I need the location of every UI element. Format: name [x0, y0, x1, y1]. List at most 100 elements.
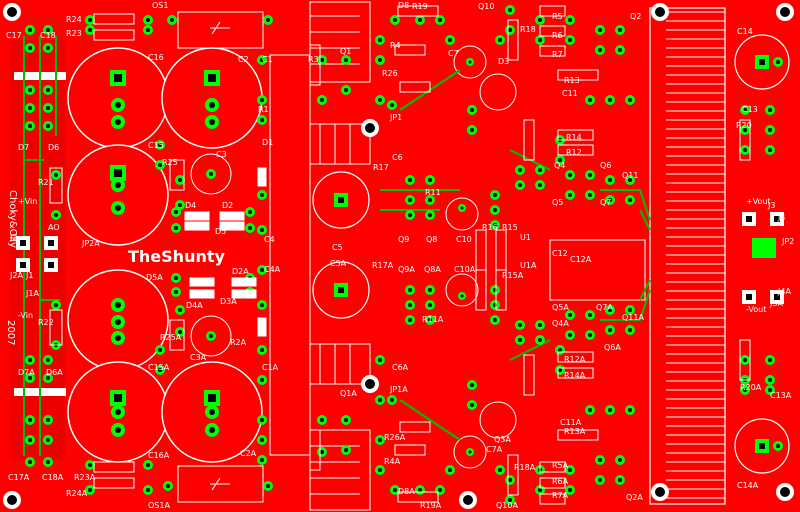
pad-hole [390, 103, 394, 107]
pad-hole [538, 323, 542, 327]
silkscreen-label: R20 [736, 121, 752, 130]
pad-hole [28, 460, 32, 464]
board-year: 2007 [5, 320, 16, 345]
silkscreen-label: R17A [372, 261, 394, 270]
pad-hole [538, 38, 542, 42]
silkscreen-label: R16 [482, 223, 498, 232]
resistor-body [93, 477, 135, 489]
resistor-body [557, 367, 594, 379]
silkscreen-label: C4A [264, 265, 281, 274]
pad-hole [28, 124, 32, 128]
capacitor-c10a [445, 273, 479, 307]
resistor-body [93, 29, 135, 41]
silkscreen-label: C18A [42, 473, 64, 482]
pad-hole [568, 488, 572, 492]
pad-hole [418, 18, 422, 22]
silkscreen-label: J4A [777, 287, 791, 296]
resistor-body [309, 429, 321, 471]
silkscreen-label: D8A [398, 487, 415, 496]
pad-hole [344, 448, 348, 452]
output-connectors [742, 212, 784, 304]
pad-hole [598, 48, 602, 52]
silkscreen-label: R4 [390, 41, 401, 50]
pad-hole [608, 408, 612, 412]
silkscreen-label: R1 [258, 105, 269, 114]
silkscreen-label: Q5A [552, 303, 569, 312]
pad-hole [628, 178, 632, 182]
pad-hole [598, 28, 602, 32]
silkscreen-label: C16A [148, 451, 170, 460]
silkscreen-label: D7A [18, 368, 35, 377]
capacitor-c5 [312, 171, 370, 229]
silkscreen-label: Q2 [630, 12, 641, 21]
pad-hole [743, 388, 747, 392]
pad-hole [54, 173, 58, 177]
resistor-body [399, 421, 431, 433]
pad-hole [260, 458, 264, 462]
silkscreen-label: JP2A [81, 239, 100, 248]
silkscreen-label: Q4A [552, 319, 569, 328]
pad-hole [743, 108, 747, 112]
pad-hole [568, 38, 572, 42]
pad-hole [46, 418, 50, 422]
pad-hole [438, 488, 442, 492]
pad-hole [260, 438, 264, 442]
pad-hole [158, 143, 162, 147]
silkscreen-label: D2A [232, 267, 249, 276]
resistor-body [539, 461, 566, 473]
silkscreen-label: R5 [552, 12, 563, 21]
pad-hole [166, 484, 170, 488]
silkscreen-label: R18A [514, 463, 536, 472]
pad-hole [146, 463, 150, 467]
capacitor-c15 [67, 144, 169, 246]
pad-hole [344, 418, 348, 422]
resistor-body [539, 477, 566, 489]
silkscreen-label: R21 [38, 178, 54, 187]
pad-hole [608, 178, 612, 182]
silkscreen-label: R19A [420, 501, 442, 510]
pad-hole [390, 398, 394, 402]
pad-hole [538, 183, 542, 187]
capacitor-c15a [67, 269, 169, 371]
pad-hole [378, 358, 382, 362]
silkscreen-label: C2A [240, 449, 257, 458]
pad-hole [46, 124, 50, 128]
regulator-outline [269, 54, 311, 456]
silkscreen-label: C17A [8, 473, 30, 482]
resistor-body [523, 354, 535, 396]
pad-hole [408, 288, 412, 292]
pad-hole [428, 178, 432, 182]
pad-hole [88, 488, 92, 492]
pad-hole [493, 208, 497, 212]
pad-hole [428, 213, 432, 217]
silkscreen-label: J3A [769, 299, 783, 308]
pad-hole [628, 408, 632, 412]
resistor-body [93, 461, 135, 473]
pad-hole [46, 46, 50, 50]
silkscreen-label: Q9A [398, 265, 415, 274]
silkscreen-label: R11 [425, 188, 441, 197]
pad-hole [46, 460, 50, 464]
silkscreen-label: D7 [18, 143, 29, 152]
silkscreen-label: R13 [564, 76, 580, 85]
mounting-holes [3, 3, 794, 509]
silkscreen-label: JP2 [781, 237, 794, 246]
pad-hole [538, 18, 542, 22]
capacitor-c3 [190, 153, 232, 195]
resistor-body [739, 119, 751, 161]
silkscreen-label: C12 [552, 249, 568, 258]
pad-hole [28, 358, 32, 362]
pad-hole [618, 478, 622, 482]
pad-hole [178, 308, 182, 312]
silkscreen-label: C14A [737, 481, 759, 490]
resistor-body [523, 119, 535, 161]
pad-hole [518, 183, 522, 187]
resistor-body [557, 429, 599, 441]
silkscreen-label: C1A [262, 363, 279, 372]
pad-hole [158, 368, 162, 372]
board-title: TheShunty [128, 247, 226, 266]
silkscreen-label: R12A [564, 355, 586, 364]
silkscreen-label: Q3A [494, 435, 511, 444]
